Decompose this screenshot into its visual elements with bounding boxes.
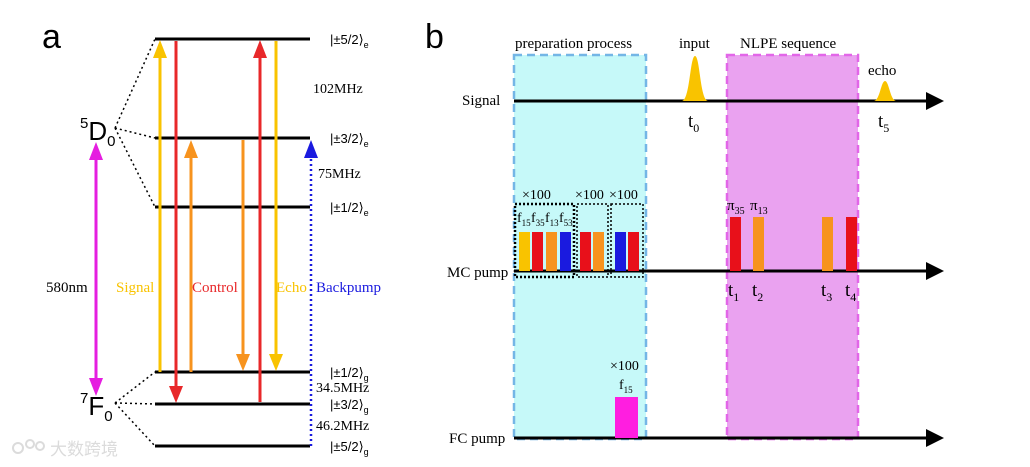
pulse-t3 — [822, 217, 833, 271]
echo-pulse — [874, 81, 896, 101]
time-t1: t1 — [728, 280, 739, 304]
repeat-label-1: ×100 — [522, 188, 551, 203]
fc-pump-pulse — [615, 397, 638, 438]
pulse-t4 — [846, 217, 857, 271]
backpump-label: Backpump — [316, 280, 381, 296]
signal-label: Signal — [116, 280, 154, 296]
mc-axis-arrowhead — [926, 262, 944, 280]
pulse-f35 — [532, 232, 543, 271]
label-e-3-2: |±3/2⟩e — [330, 131, 369, 149]
panel-b-label: b — [425, 18, 444, 56]
mc-time-labels: t1 t2 t3 t4 — [728, 280, 856, 304]
f-labels: f15 f35 f13 f53 — [517, 211, 573, 228]
input-pulse — [682, 56, 708, 101]
row-label-mc-pump: MC pump — [447, 265, 508, 281]
control-label: Control — [192, 280, 238, 296]
time-t5: t5 — [878, 111, 889, 135]
panel-b: b preparation process NLPE sequence Sign… — [425, 18, 944, 447]
laser-arrowhead-top — [89, 142, 103, 160]
signal-axis-arrowhead — [926, 92, 944, 110]
splitting-34-5: 34.5MHz — [316, 381, 369, 396]
time-t4: t4 — [845, 280, 856, 304]
transition-arrows — [89, 40, 318, 446]
panel-a-label: a — [42, 18, 61, 56]
pulse-pi13 — [753, 217, 764, 271]
echo-label: Echo — [276, 280, 307, 296]
label-g-5-2: |±5/2⟩g — [330, 439, 369, 457]
repeat-groups — [513, 202, 644, 279]
mc-nlpe-pulses — [730, 217, 857, 271]
splitting-75: 75MHz — [318, 167, 361, 182]
row-label-signal: Signal — [462, 93, 500, 109]
repeat-labels: ×100 ×100 ×100 — [522, 188, 638, 203]
energy-levels — [155, 37, 310, 448]
pulse-f13 — [546, 232, 557, 271]
pulse-pi35 — [730, 217, 741, 271]
time-t0: t0 — [688, 111, 699, 135]
repeat-label-3: ×100 — [609, 188, 638, 203]
input-label: input — [679, 36, 711, 52]
pulse-blue-3 — [615, 232, 626, 271]
splitting-102: 102MHz — [313, 82, 363, 97]
splitting-46-2: 46.2MHz — [316, 419, 369, 434]
label-g-1-2: |±1/2⟩g — [330, 365, 369, 383]
nlpe-title: NLPE sequence — [740, 36, 837, 52]
pulse-f15 — [519, 232, 530, 271]
f-label-35: f35 — [531, 211, 545, 228]
level-labels: |±5/2⟩e |±3/2⟩e |±1/2⟩e |±1/2⟩g |±3/2⟩g … — [330, 32, 369, 457]
splittings: 102MHz 75MHz 34.5MHz 46.2MHz — [313, 82, 369, 434]
watermark: 大数跨境 — [12, 439, 118, 459]
beam-labels: 580nm Signal Control Echo Backpump — [46, 280, 381, 296]
pi-labels: π35 π13 — [727, 198, 768, 217]
wavelength-label: 580nm — [46, 280, 88, 296]
preparation-title: preparation process — [515, 36, 632, 52]
laser-arrowhead-bottom — [89, 378, 103, 396]
watermark-logo — [12, 439, 45, 454]
fc-f-label: f15 — [619, 378, 633, 395]
fc-repeat-label: ×100 — [610, 359, 639, 374]
label-g-3-2: |±3/2⟩g — [330, 397, 369, 415]
mc-prep-pulses — [519, 232, 639, 271]
f-label-15: f15 — [517, 211, 531, 228]
label-e-5-2: |±5/2⟩e — [330, 32, 369, 50]
f-label-53: f53 — [559, 211, 573, 228]
excited-term-symbol: 5D0 — [80, 115, 115, 150]
pulse-red-3 — [628, 232, 639, 271]
fc-axis-arrowhead — [926, 429, 944, 447]
pulse-f53 — [560, 232, 571, 271]
dotted-connectors — [114, 38, 156, 447]
echo-text-label: echo — [868, 63, 896, 79]
nlpe-box — [725, 53, 860, 441]
label-e-1-2: |±1/2⟩e — [330, 200, 369, 218]
repeat-label-2: ×100 — [575, 188, 604, 203]
ground-term-symbol: 7F0 — [80, 390, 113, 425]
row-label-fc-pump: FC pump — [449, 431, 505, 447]
pi-label-35: π35 — [727, 198, 745, 217]
repeat-group-3 — [610, 203, 644, 278]
watermark-text: 大数跨境 — [50, 440, 118, 459]
panel-a: a 5D0 7F0 |±5/2⟩e |±3/2 — [42, 18, 381, 457]
pi-label-13: π13 — [750, 198, 768, 217]
repeat-group-1 — [513, 202, 576, 279]
time-t3: t3 — [821, 280, 832, 304]
pulse-orange-2 — [593, 232, 604, 271]
time-t2: t2 — [752, 280, 763, 304]
pulse-red-2 — [580, 232, 591, 271]
f-label-13: f13 — [545, 211, 559, 228]
